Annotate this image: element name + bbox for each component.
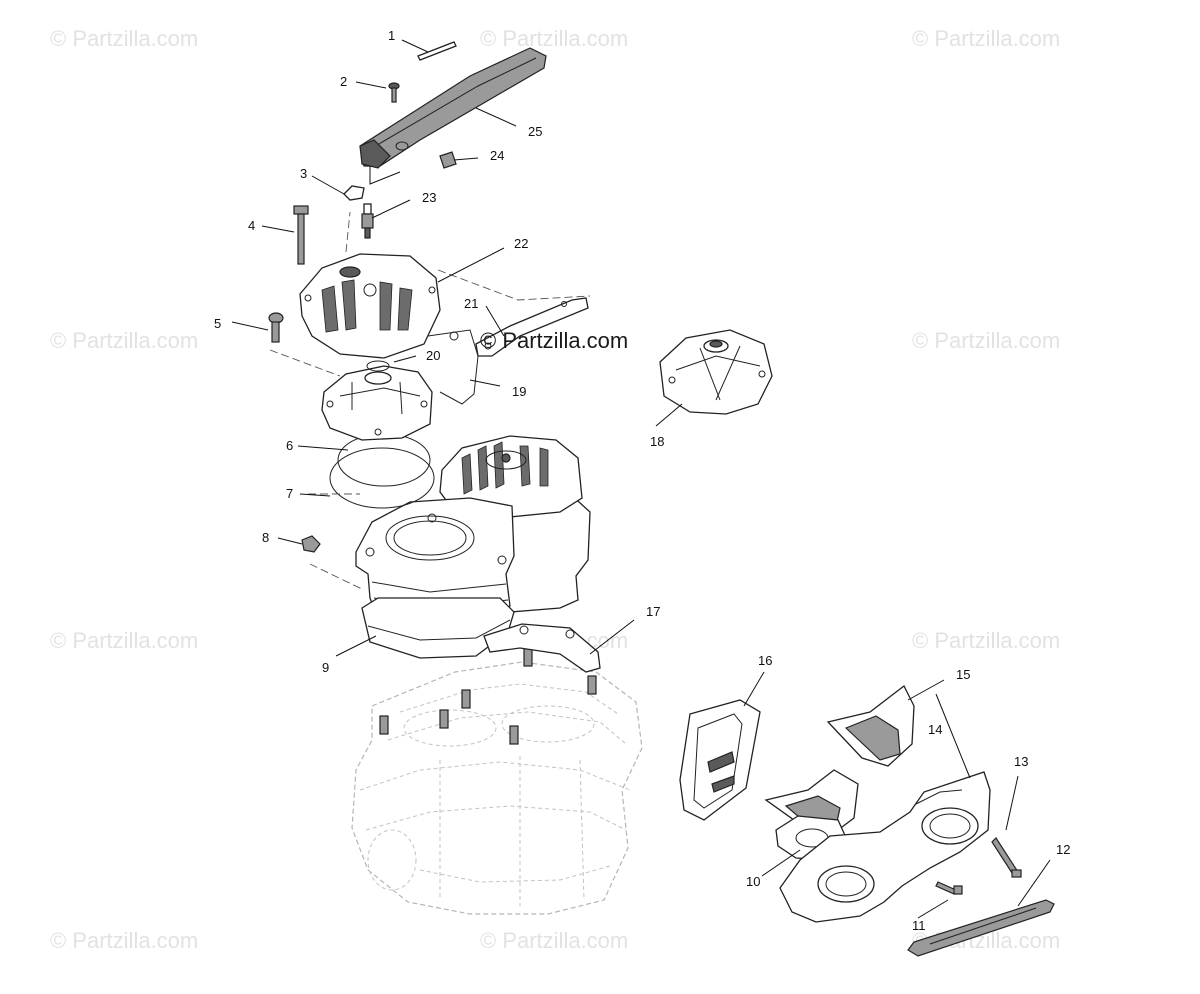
callout-14: 14 — [928, 722, 942, 737]
callout-9: 9 — [322, 660, 329, 675]
strap — [907, 899, 1055, 957]
callout-23: 23 — [422, 190, 436, 205]
callout-8: 8 — [262, 530, 269, 545]
fitting — [439, 151, 457, 169]
shim — [417, 41, 457, 61]
watermark: © Partzilla.com — [50, 328, 198, 353]
washer — [343, 185, 365, 201]
callout-6: 6 — [286, 438, 293, 453]
callout-4: 4 — [248, 218, 255, 233]
watermark: © Partzilla.com — [50, 26, 198, 51]
callout-24: 24 — [490, 148, 504, 163]
callout-15: 15 — [956, 667, 970, 682]
bolt-short — [268, 312, 284, 343]
bracket-plate — [475, 297, 589, 357]
head-insert — [321, 365, 433, 441]
callout-3: 3 — [300, 166, 307, 181]
callout-12: 12 — [1056, 842, 1070, 857]
callout-13: 13 — [1014, 754, 1028, 769]
head-gasket — [427, 329, 479, 405]
callout-18: 18 — [650, 434, 664, 449]
watermark: © Partzilla.com — [912, 628, 1060, 653]
callout-7: 7 — [286, 486, 293, 501]
cylinder-head-cover — [299, 253, 441, 359]
crankcase — [351, 647, 643, 915]
callout-11: 11 — [912, 918, 926, 933]
screw-small — [388, 82, 400, 103]
reed-valve — [679, 699, 761, 821]
bolt-11 — [935, 881, 963, 895]
bolt-long — [293, 205, 309, 265]
head-cover-alt — [659, 329, 773, 415]
callout-1: 1 — [388, 28, 395, 43]
watermark: © Partzilla.com — [50, 928, 198, 953]
intake-elbow-upper — [826, 685, 915, 767]
rail-bar — [359, 47, 547, 169]
nut — [301, 535, 321, 553]
callout-2: 2 — [340, 74, 347, 89]
watermarks: © Partzilla.com © Partzilla.com © Partzi… — [50, 26, 1060, 953]
watermark: © Partzilla.com — [480, 928, 628, 953]
leader-lines — [231, 39, 1051, 919]
callout-17: 17 — [646, 604, 660, 619]
alignment-lines — [269, 211, 591, 591]
bolt-13 — [991, 837, 1022, 878]
callout-16: 16 — [758, 653, 772, 668]
intake-manifold — [779, 771, 991, 923]
o-rings — [329, 433, 435, 509]
watermark-center: © Partzilla.com — [480, 328, 628, 353]
callout-25: 25 — [528, 124, 542, 139]
cylinder — [355, 435, 591, 659]
base-gasket — [483, 623, 601, 673]
callout-10: 10 — [746, 874, 760, 889]
spark-plug — [361, 203, 374, 239]
o-ring-small — [366, 360, 390, 372]
callout-19: 19 — [512, 384, 526, 399]
watermark: © Partzilla.com — [912, 26, 1060, 51]
callout-5: 5 — [214, 316, 221, 331]
callout-22: 22 — [514, 236, 528, 251]
callout-20: 20 — [426, 348, 440, 363]
callout-21: 21 — [464, 296, 478, 311]
callouts: 1 2 3 4 5 6 7 8 9 10 11 12 13 14 15 16 1… — [214, 28, 1070, 933]
watermark: © Partzilla.com — [912, 328, 1060, 353]
watermark: © Partzilla.com — [50, 628, 198, 653]
watermark: © Partzilla.com — [480, 26, 628, 51]
